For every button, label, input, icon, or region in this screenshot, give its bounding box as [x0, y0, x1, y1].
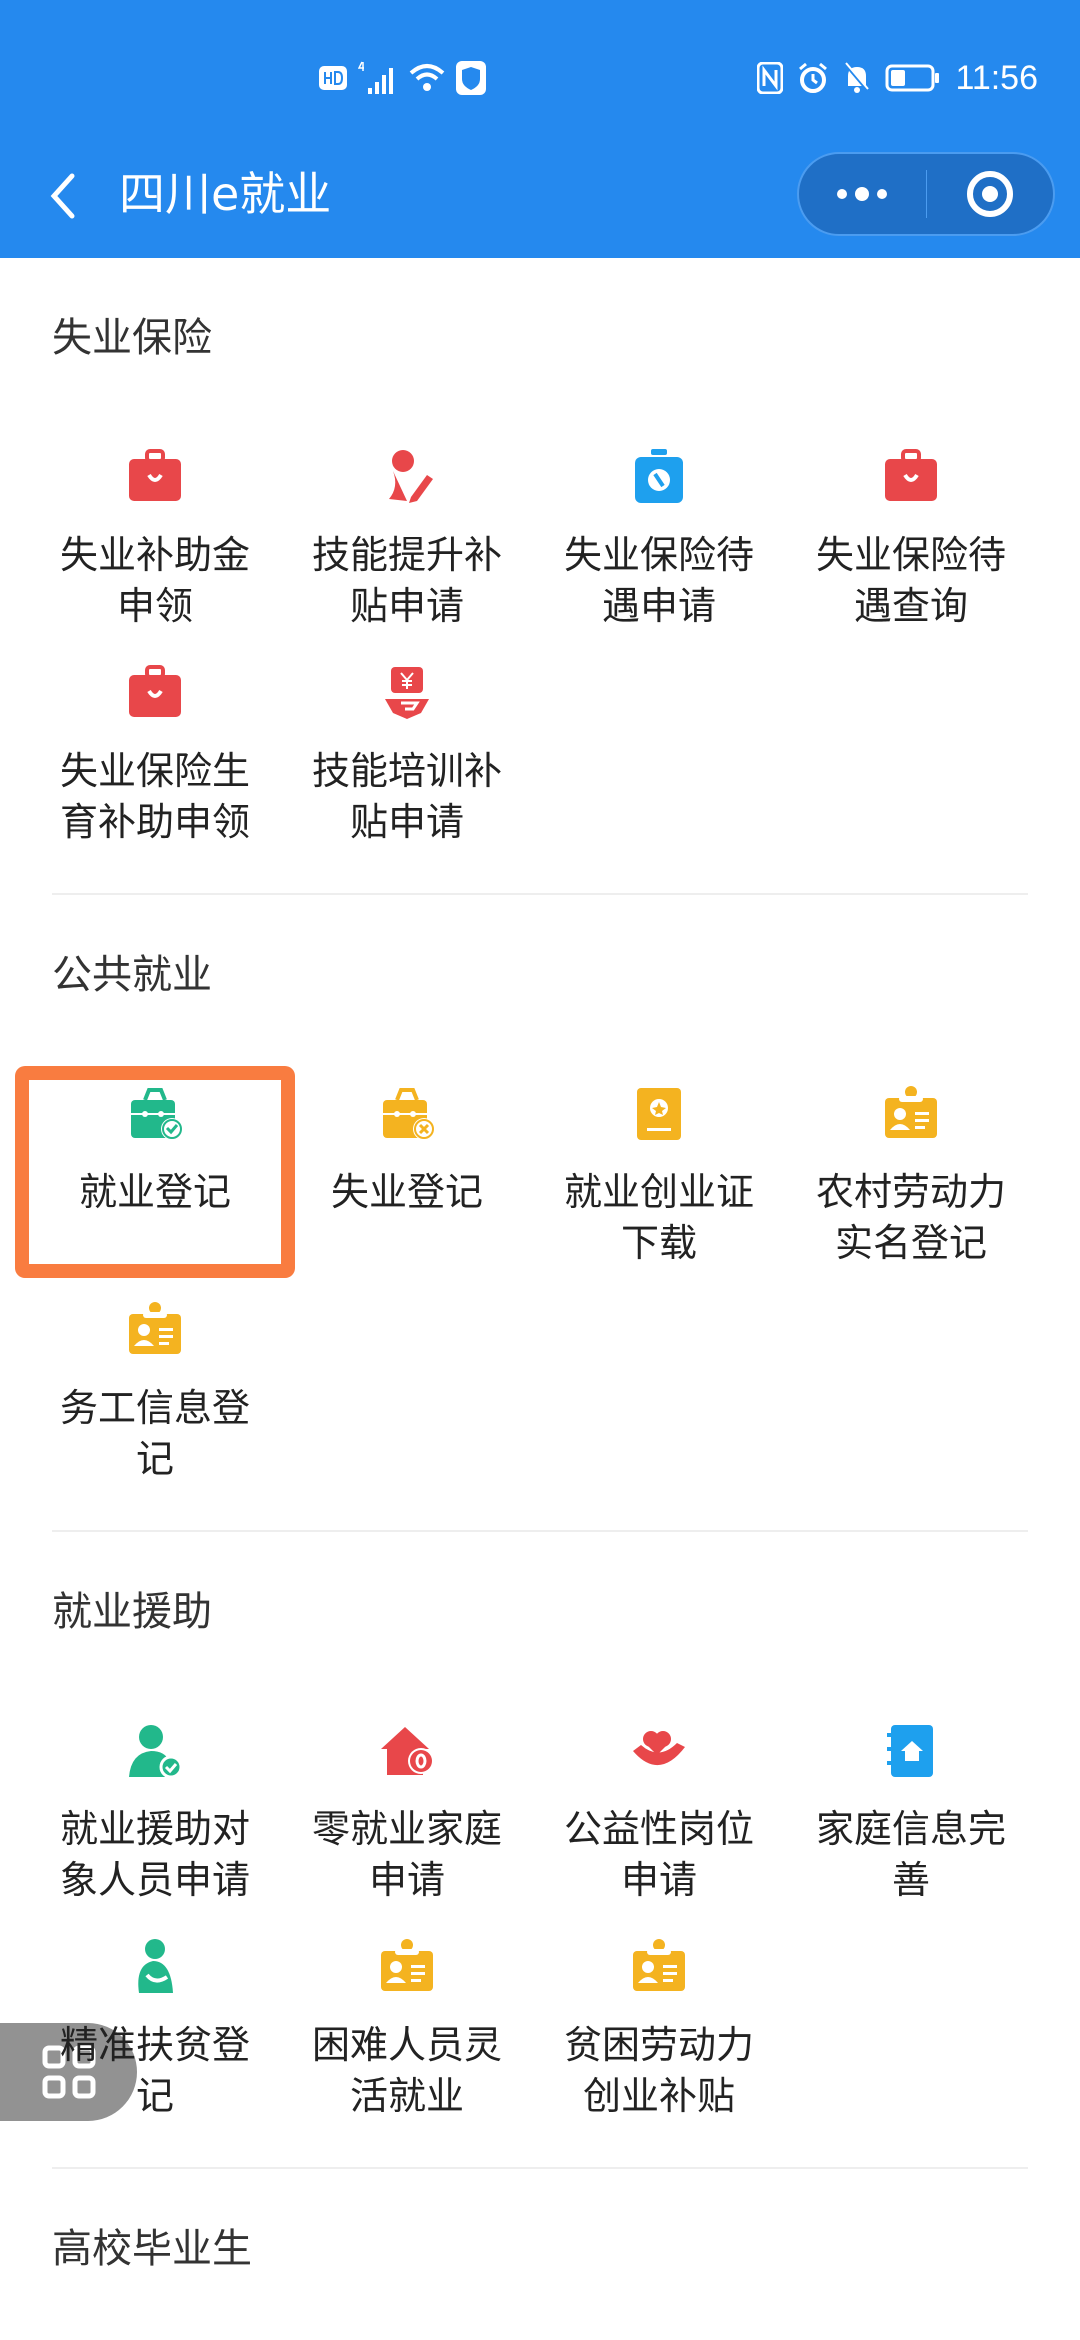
- person-check-icon: [129, 1725, 183, 1779]
- section: 失业保险失业补助金申领技能提升补贴申请失业保险待遇申请失业保险待遇查询失业保险生…: [0, 258, 1080, 895]
- service-item[interactable]: 贫困劳动力创业补贴: [533, 1937, 785, 2153]
- service-item[interactable]: 零就业家庭申请: [281, 1721, 533, 1937]
- app-header: 11:56 四川e就业: [0, 0, 1080, 258]
- service-item-label: 精准扶贫登记: [59, 2023, 250, 2118]
- id-badge-icon: [129, 1302, 181, 1354]
- section-divider: [52, 2167, 1028, 2169]
- bag-check-icon: [131, 1088, 183, 1140]
- service-item[interactable]: 失业保险待遇查询: [785, 447, 1037, 663]
- wifi-icon: [409, 64, 445, 91]
- service-item[interactable]: 困难人员灵活就业: [281, 1937, 533, 2153]
- bag-x-icon: [383, 1088, 435, 1140]
- service-item-label: 就业援助对象人员申请: [59, 1807, 250, 1902]
- more-button[interactable]: [799, 154, 926, 234]
- yuan-hand-icon: [385, 667, 429, 719]
- status-time: 11:56: [955, 58, 1038, 97]
- nfc-icon: [757, 62, 784, 94]
- target-circle-icon: [966, 171, 1013, 217]
- section: 公共就业就业登记 失业登记 就业创业证下载农村劳动力实名登记务工信息登记: [0, 895, 1080, 1532]
- person-sit-icon: [138, 1939, 173, 1993]
- service-grid: 就业登记 失业登记 就业创业证下载农村劳动力实名登记务工信息登记: [29, 1084, 1051, 1516]
- 4g-signal-icon: [358, 61, 393, 94]
- service-item[interactable]: 失业保险生育补助申领: [29, 663, 281, 879]
- status-bar-left: [318, 58, 486, 98]
- person-pen-icon: [389, 450, 433, 503]
- service-item-label: 失业保险待遇申请: [563, 533, 754, 628]
- service-item-label: 失业保险生育补助申领: [59, 749, 250, 844]
- service-item-label: 失业登记: [330, 1170, 483, 1214]
- briefcase-icon: [129, 449, 181, 501]
- service-item[interactable]: 公益性岗位申请: [533, 1721, 785, 1937]
- section-title: 失业保险: [52, 315, 212, 361]
- certificate-icon: [637, 1088, 681, 1140]
- service-item[interactable]: 就业援助对象人员申请: [29, 1721, 281, 1937]
- service-item-label: 务工信息登记: [59, 1386, 250, 1481]
- service-item[interactable]: 家庭信息完善: [785, 1721, 1037, 1937]
- mute-bell-icon: [845, 62, 870, 93]
- capsule-divider: [925, 170, 927, 218]
- section-divider: [52, 1530, 1028, 1532]
- hd-icon: [319, 66, 347, 90]
- close-mini-program-button[interactable]: [927, 154, 1054, 234]
- service-item[interactable]: 精准扶贫登记: [29, 1937, 281, 2153]
- service-item-label: 就业登记: [78, 1170, 231, 1214]
- service-item[interactable]: 务工信息登记: [29, 1300, 281, 1516]
- briefcase-icon: [129, 665, 181, 717]
- service-item[interactable]: 农村劳动力实名登记: [785, 1084, 1037, 1300]
- service-item-label: 失业保险待遇查询: [815, 533, 1006, 628]
- service-item[interactable]: 技能提升补贴申请: [281, 447, 533, 663]
- service-item[interactable]: 失业补助金申领: [29, 447, 281, 663]
- id-badge-icon: [633, 1939, 685, 1991]
- back-button[interactable]: [40, 164, 90, 224]
- briefcase-icon: [885, 449, 937, 501]
- camera-bag-icon: [635, 449, 683, 503]
- mini-program-capsule: [797, 152, 1055, 236]
- service-item-label: 家庭信息完善: [815, 1807, 1006, 1902]
- id-badge-icon: [381, 1939, 433, 1991]
- more-dots-icon: [837, 187, 888, 201]
- home-book-icon: [887, 1725, 933, 1777]
- floating-menu-button[interactable]: [0, 2023, 137, 2121]
- page-title: 四川e就业: [119, 167, 332, 221]
- section: 高校毕业生: [0, 2169, 1080, 2279]
- shield-icon: [456, 61, 486, 95]
- service-grid: 就业援助对象人员申请零就业家庭申请公益性岗位申请家庭信息完善精准扶贫登记困难人员…: [29, 1721, 1051, 2153]
- battery-icon: [885, 64, 940, 92]
- section: 就业援助就业援助对象人员申请零就业家庭申请公益性岗位申请家庭信息完善精准扶贫登记…: [0, 1532, 1080, 2169]
- service-item-label: 零就业家庭申请: [311, 1807, 502, 1902]
- service-item-label: 贫困劳动力创业补贴: [563, 2023, 754, 2118]
- service-item[interactable]: 就业登记: [29, 1084, 281, 1300]
- chevron-left-icon: [50, 173, 75, 219]
- service-item-label: 失业补助金申领: [59, 533, 250, 628]
- service-item[interactable]: 技能培训补贴申请: [281, 663, 533, 879]
- service-list: 失业保险失业补助金申领技能提升补贴申请失业保险待遇申请失业保险待遇查询失业保险生…: [0, 258, 1080, 2279]
- service-grid: 失业补助金申领技能提升补贴申请失业保险待遇申请失业保险待遇查询失业保险生育补助申…: [29, 447, 1051, 879]
- service-item-label: 就业创业证下载: [563, 1170, 754, 1265]
- service-item[interactable]: 失业保险待遇申请: [533, 447, 785, 663]
- status-bar-right: 11:56: [757, 58, 1038, 98]
- section-title: 公共就业: [52, 952, 212, 998]
- house-zero-icon: [381, 1727, 434, 1775]
- service-item-label: 技能提升补贴申请: [311, 533, 502, 628]
- section-title: 高校毕业生: [52, 2226, 252, 2272]
- id-badge-icon: [885, 1086, 937, 1138]
- service-item[interactable]: 失业登记: [281, 1084, 533, 1300]
- service-item-label: 农村劳动力实名登记: [815, 1170, 1006, 1265]
- section-divider: [52, 893, 1028, 895]
- qr-grid-icon: [42, 2045, 95, 2099]
- alarm-icon: [799, 62, 828, 93]
- heart-hand-icon: [633, 1731, 685, 1766]
- service-item-label: 技能培训补贴申请: [311, 749, 502, 844]
- service-item-label: 公益性岗位申请: [563, 1807, 754, 1902]
- section-title: 就业援助: [52, 1589, 212, 1635]
- service-item[interactable]: 就业创业证下载: [533, 1084, 785, 1300]
- service-item-label: 困难人员灵活就业: [311, 2023, 502, 2118]
